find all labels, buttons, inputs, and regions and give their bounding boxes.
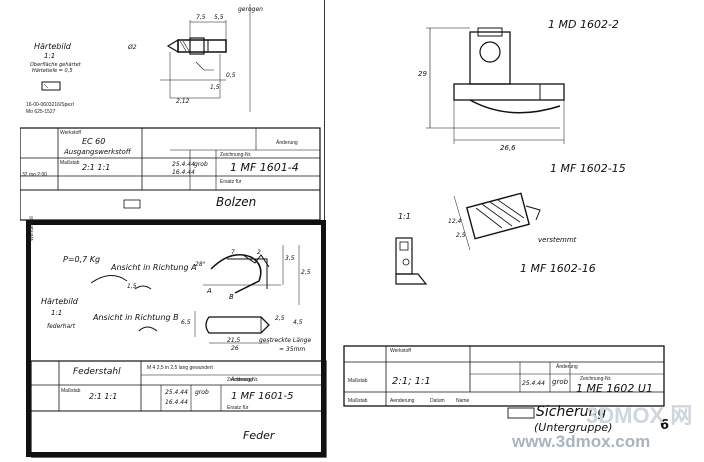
dim-2-5-a: 2,5 [301, 269, 311, 276]
drawing-number: 1 MF 1601-5 [231, 391, 294, 402]
date: 25.4.44 [165, 389, 188, 396]
haertebild-scale: 1:1 [44, 52, 56, 60]
dim-2-5-b: 2,5 [275, 315, 285, 322]
margin-mark: Wendestell [29, 216, 35, 241]
dim-1-5: 1,5 [210, 84, 220, 91]
material: EC 60 [82, 137, 106, 146]
dim-width-26-6: 26,6 [500, 144, 516, 152]
drawn-by: grob [195, 389, 209, 396]
sheet-title: Bolzen [216, 195, 257, 209]
massstab-label: Maßstab [60, 160, 80, 166]
dim-dia-2: Ø2 [128, 44, 137, 51]
haertebild-label: Härtebild [41, 297, 78, 306]
zeichnung-label: Zeichnung-Nr. [580, 376, 612, 382]
aenderung-label: Änderung [276, 140, 298, 146]
sicherung-drawing [343, 27, 665, 419]
scale: 2:1; 1:1 [392, 376, 431, 387]
footer-cell-4: Name [456, 398, 470, 404]
dim-7-5: 7,5 [196, 14, 206, 21]
drawing-number: 1 ME 1602 U1 [576, 382, 653, 395]
werkstoff-label: Werkstoff [60, 130, 81, 136]
surface-note-2: Härtetiefe = 0,5 [32, 68, 73, 74]
scale-small: 1:1 [398, 212, 411, 221]
dim-2: 2 [257, 249, 261, 256]
ansicht-b: Ansicht in Richtung B [93, 313, 179, 322]
aenderung-label: Änderung [556, 364, 578, 370]
dim-6-5: 6,5 [181, 319, 191, 326]
dim-height-29: 29 [418, 70, 427, 78]
drawn-by: grob [552, 378, 569, 386]
dim-5-5: 5,5 [214, 14, 224, 21]
stamp-line-1: 16-00-0603216/Spezl [26, 102, 74, 108]
footer-cell-2: Aenderung [390, 398, 415, 404]
stretched-note: gestreckte Länge [259, 337, 312, 344]
zeichnung-label: Zeichnung-Nr. [227, 377, 259, 383]
dim-12-4: 12,4 [448, 218, 462, 225]
bolzen-drawing [20, 4, 321, 221]
watermark-logo: 3DMOX 网 [586, 403, 693, 428]
verstemmt-label: verstemmt [538, 236, 577, 244]
sheet-number: 6 [660, 418, 670, 433]
haertebild-label: Härtebild [34, 42, 71, 51]
part-number-bottom: 1 MF 1602-16 [520, 262, 596, 275]
dim-7: 7 [231, 249, 235, 256]
sheet-title: Feder [243, 429, 275, 442]
date: 25.4.44 [522, 380, 545, 387]
scale: 2:1 1:1 [82, 163, 111, 172]
ersatz-label: Ersatz für [220, 179, 242, 185]
drawn-by: grob [194, 161, 208, 168]
sheet-subtitle: (Untergruppe) [534, 421, 613, 434]
dim-angle-28: 28° [195, 261, 206, 268]
material-note: M 4 2,5 in 2,5 lang gewundert [147, 365, 213, 371]
drawing-sheet-sicherung: 1 MD 1602-2 29 26,6 1 MF 1602-15 1:1 12,… [330, 0, 704, 457]
dim-21-5: 21,5 [227, 337, 241, 344]
stretched-value: ≈ 35mm [279, 346, 306, 353]
aenderung-label: Änderung [231, 377, 253, 383]
stamp-line-2: Mo 625-1527 [26, 109, 56, 115]
left-code: 32 mo 2:00 [22, 172, 48, 178]
dim-2-5: 2,5 [456, 232, 466, 239]
zeichnung-label: Zeichnung-Nr. [220, 152, 252, 158]
weight: P=0,7 Kg [63, 255, 101, 264]
drawing-sheet-feder: Wendestell P=0,7 Kg Ansicht in Richtung … [26, 216, 327, 458]
watermark-url: www.3dmox.com [512, 432, 651, 451]
material: Federstahl [73, 367, 121, 377]
dim-26: 26 [231, 345, 239, 352]
ansicht-a: Ansicht in Richtung A [111, 263, 197, 272]
label-b: B [229, 293, 234, 301]
ersatz-label: Ersatz für [227, 405, 249, 411]
date-2: 16.4.44 [165, 399, 188, 406]
label-a: A [207, 287, 212, 295]
part-number-top: 1 MD 1602-2 [548, 18, 619, 31]
dim-note-gerogen: gerogen [238, 6, 263, 13]
massstab-label: Maßstab [348, 378, 368, 384]
date: 25.4.44 [172, 161, 195, 168]
haertebild-scale: 1:1 [51, 309, 63, 317]
haertebild-note: federhart [47, 323, 76, 330]
dim-1-5: 1,5 [127, 283, 137, 290]
drawing-sheet-bolzen: Härtebild 1:1 Oberfläche gehärtet Härtet… [20, 0, 325, 222]
surface-note-1: Oberfläche gehärtet [30, 62, 81, 68]
dim-3-5: 3,5 [285, 255, 295, 262]
material-state: Ausgangswerkstoff [64, 148, 131, 156]
footer-cell-3: Datum [430, 398, 445, 404]
footer-cell-1: Maßstab [348, 398, 368, 404]
werkstoff-label: Werkstoff [390, 348, 411, 354]
scale: 2:1 1:1 [89, 392, 118, 401]
massstab-label: Maßstab [61, 388, 81, 394]
drawing-number: 1 MF 1601-4 [230, 161, 299, 174]
dim-2-12: 2,12 [176, 98, 190, 105]
dim-0-5: 0,5 [226, 72, 236, 79]
sheet-title: Sicherung [536, 404, 607, 420]
part-number-mid: 1 MF 1602-15 [550, 162, 626, 175]
dim-4-5: 4,5 [293, 319, 303, 326]
date-2: 16.4.44 [172, 169, 195, 176]
